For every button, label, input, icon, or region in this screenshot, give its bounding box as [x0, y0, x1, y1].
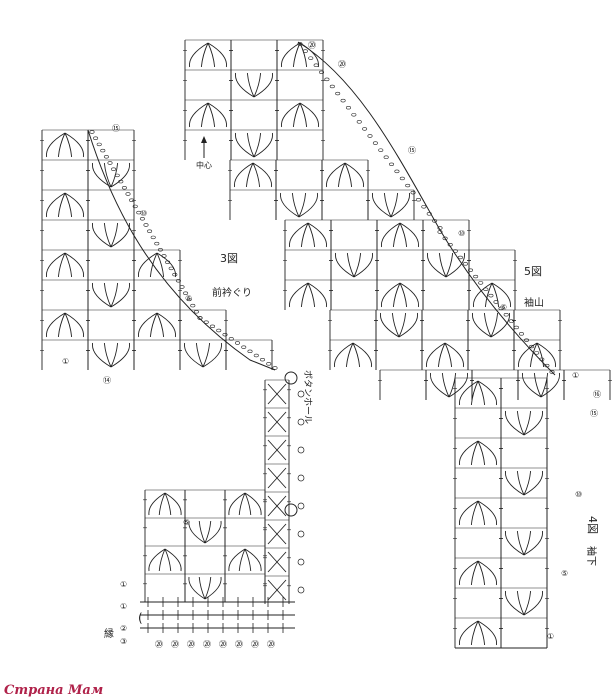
row-marker: ⑤: [185, 294, 192, 303]
center-mark: 中心: [196, 160, 212, 170]
row-markers: ⑳ ⑳ ⑮ ⑩ ⑤ ⑮ ⑩ ⑤ ① ⑭ ⑤ ① ① ② ③ ① ⑯ ⑮ ⑩ ⑤ …: [62, 41, 601, 646]
center-arrow-head: [201, 136, 207, 143]
edge-label: 縁: [104, 627, 114, 640]
row-marker: ①: [62, 357, 69, 366]
fig4-number: 4図: [586, 516, 599, 534]
row-marker: ⑯: [593, 390, 601, 399]
row-marker: ⑮: [590, 409, 598, 418]
row-marker: ⑤: [500, 303, 507, 312]
bottom-count: ⑳: [171, 640, 179, 649]
row-marker: ⑮: [112, 124, 120, 133]
chart-edges: (: [87, 41, 556, 649]
row-marker: ⑳: [338, 60, 346, 69]
chart-grid: [40, 39, 612, 648]
bottom-count: ⑳: [235, 640, 243, 649]
row-marker: ①: [120, 602, 127, 611]
bottom-count: ⑳: [155, 640, 163, 649]
bottom-counts: ⑳ ⑳ ⑳ ⑳ ⑳ ⑳ ⑳ ⑳: [155, 640, 275, 649]
row-marker: ①: [547, 632, 554, 641]
fig3-caption: 前衿ぐり: [212, 286, 252, 299]
bottom-count: ⑳: [251, 640, 259, 649]
fig4-caption: 袖下: [585, 546, 598, 566]
fig5-caption: 袖山: [524, 296, 544, 309]
row-marker: ⑤: [183, 518, 190, 527]
row-marker: ①: [120, 580, 127, 589]
watermark: Страна Мам: [4, 683, 104, 698]
row-marker: ⑭: [103, 376, 111, 385]
row-marker: ②: [120, 624, 127, 633]
bottom-count: ⑳: [267, 640, 275, 649]
fig5-number: 5図: [524, 265, 542, 278]
row-marker: ⑮: [408, 146, 416, 155]
buttonhole-label: ボタンホール: [302, 370, 313, 424]
row-marker: ⑩: [140, 209, 147, 218]
row-marker: ⑩: [458, 229, 465, 238]
bottom-count: ⑳: [203, 640, 211, 649]
bottom-count: ⑳: [219, 640, 227, 649]
row-marker: ①: [572, 371, 579, 380]
row-marker: ⑩: [575, 490, 582, 499]
bottom-count: ⑳: [187, 640, 195, 649]
row-marker: ③: [120, 637, 127, 646]
fig3-number: 3図: [220, 252, 238, 265]
row-marker: ⑤: [561, 569, 568, 578]
row-marker: ⑳: [308, 41, 316, 50]
svg-text:(: (: [138, 611, 143, 625]
